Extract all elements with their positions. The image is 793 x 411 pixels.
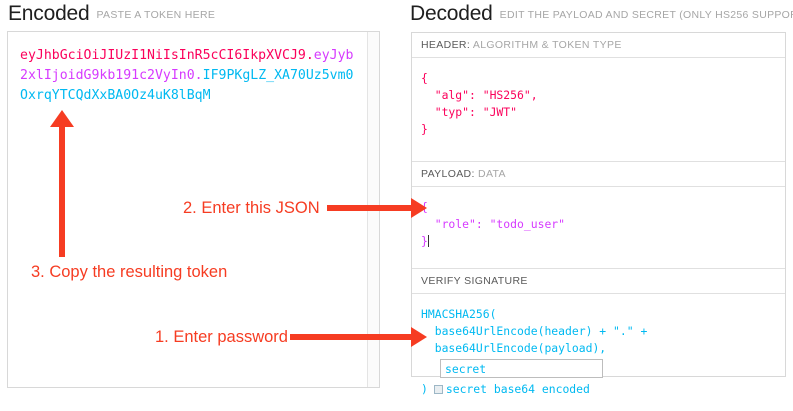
signature-label-strong: VERIFY SIGNATURE [421, 275, 528, 287]
decoded-heading: Decoded EDIT THE PAYLOAD AND SECRET (ONLY… [410, 2, 793, 26]
token-dot-2: . [194, 68, 203, 83]
annotation-step-3: 3. Copy the resulting token [31, 263, 228, 281]
annotation-arrow-to-token [50, 110, 74, 257]
sig-line-2: base64UrlEncode(header) + "." + [421, 324, 648, 338]
annotation-arrow-to-payload [327, 198, 427, 218]
payload-label-muted: DATA [478, 168, 506, 180]
sig-line-3: base64UrlEncode(payload), [421, 341, 607, 355]
token-payload-segment: eyJyb2xlIjoidG9kb191c2VyIn0 [20, 48, 354, 83]
encoded-heading: Encoded PASTE A TOKEN HERE [8, 2, 215, 26]
header-label-muted: ALGORITHM & TOKEN TYPE [472, 39, 622, 51]
header-label-strong: HEADER: [421, 39, 471, 51]
sig-close-paren: ) [421, 382, 428, 396]
base64-encoded-checkbox[interactable] [433, 385, 443, 394]
annotation-step-1: 1. Enter password [155, 328, 288, 346]
encoded-title: Encoded [8, 2, 90, 25]
sig-line-1: HMACSHA256( [421, 307, 497, 321]
payload-json-text: { "role": "todo_user" } [421, 200, 566, 248]
secret-input[interactable] [440, 359, 603, 378]
token-header-segment: eyJhbGciOiJIUzI1NiIsInR5cCI6IkpXVCJ9 [20, 48, 306, 63]
base64-encoded-label: secret base64 encoded [445, 382, 590, 396]
header-json-editor[interactable]: { "alg": "HS256", "typ": "JWT" } [412, 58, 785, 162]
token-signature-segment: IF9PKgLZ_XA70Uz5vm0OxrqYTCQdXxBA0Oz4uK8l… [20, 68, 354, 103]
encoded-subtitle: PASTE A TOKEN HERE [96, 9, 216, 21]
payload-section-label: PAYLOAD: DATA [412, 162, 785, 187]
header-section-label: HEADER: ALGORITHM & TOKEN TYPE [412, 33, 785, 58]
text-caret [427, 235, 429, 247]
signature-section-label: VERIFY SIGNATURE [412, 269, 785, 294]
annotation-arrow-to-secret [290, 327, 427, 347]
payload-json-editor[interactable]: { "role": "todo_user" } [412, 187, 785, 269]
token-dot-1: . [305, 48, 314, 63]
decoded-subtitle: EDIT THE PAYLOAD AND SECRET (ONLY HS256 … [499, 9, 793, 21]
annotation-step-2: 2. Enter this JSON [183, 199, 320, 217]
payload-label-strong: PAYLOAD: [421, 168, 475, 180]
decoded-title: Decoded [410, 2, 493, 25]
sig-close-row: ) secret base64 encoded [421, 381, 785, 398]
signature-editor: HMACSHA256( base64UrlEncode(header) + ".… [412, 294, 785, 407]
jwt-token-text[interactable]: eyJhbGciOiJIUzI1NiIsInR5cCI6IkpXVCJ9.eyJ… [20, 46, 358, 106]
decoded-panel: HEADER: ALGORITHM & TOKEN TYPE { "alg": … [411, 32, 786, 396]
